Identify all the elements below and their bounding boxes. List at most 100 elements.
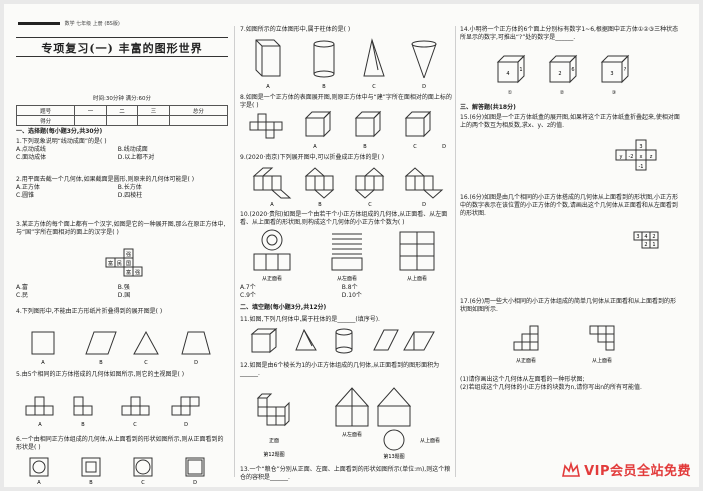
option[interactable]: A.正方体	[16, 184, 40, 192]
question-17: 17.(6分)用一些大小相同的小正方体组成的简单几何体从正面看和从上面看到的形状…	[460, 298, 680, 314]
option-label[interactable]: A	[38, 422, 42, 428]
view-label: 从左面看	[337, 275, 357, 282]
question-15: 15.(6分)如图是一个正方体纸盒的展开图,如果将这个正方体纸盒折叠起来,使相对…	[460, 114, 680, 130]
option-label[interactable]: A	[266, 84, 270, 90]
option-label[interactable]: A	[41, 360, 45, 366]
net-char: 富	[108, 260, 113, 267]
question-text: 9.(2020·南京)下列展开图中,可以折叠成正方体的是( )	[240, 154, 385, 161]
option-label[interactable]: D	[442, 144, 446, 150]
option-label[interactable]: B	[89, 480, 93, 486]
view-label: 从上面看	[420, 437, 440, 444]
q9-nets-figure: A B C D	[244, 164, 450, 208]
option-label[interactable]: C	[413, 144, 417, 150]
cube-number: 4	[506, 71, 509, 77]
net-char: 强	[135, 270, 140, 276]
question-text: 7.如图所示的立体图形中,属于柱体的是( )	[240, 26, 351, 33]
option-label[interactable]: D	[422, 84, 426, 90]
net-char: 强	[126, 252, 131, 258]
question-text: 3.某正方体的每个面上都有一个汉字,如图是它的一种展开图,那么在原正方体中,与“…	[16, 221, 226, 237]
q14-cubes-figure: 4 1 2 6 3 ? ① ② ③	[490, 50, 640, 96]
option[interactable]: D.四棱柱	[117, 192, 143, 200]
option-label[interactable]: C	[141, 480, 145, 486]
question-11: 11.如图,下列几何体中,属于柱体的是______(填序号).	[240, 316, 452, 324]
q10-views-figure: 从正面看 从左面看 从上面看	[244, 228, 450, 282]
option[interactable]: C.9个	[240, 292, 256, 300]
net-cell: -1	[639, 164, 644, 170]
option-label[interactable]: B	[81, 422, 85, 428]
option[interactable]: B.8个	[341, 284, 358, 291]
option[interactable]: D.以上都不对	[117, 154, 155, 162]
parallelogram-shape	[86, 332, 116, 354]
section-choice-header: 一、选择题(每小题3分,共30分)	[16, 128, 228, 136]
watermark-text: VIP会员全站免费	[584, 464, 691, 479]
section-title: 一、选择题(每小题3分,共30分)	[16, 128, 103, 135]
question-12: 12.如图是由6个棱长为1的小正方体组成的几何体,从正面看到的图形面积为____…	[240, 362, 452, 378]
option-label[interactable]: C	[133, 422, 137, 428]
option[interactable]: B.长方体	[117, 184, 142, 192]
q6-options-figure: A B C D	[22, 454, 228, 486]
option[interactable]: C.民	[16, 292, 29, 300]
question-8: 8.如图是一个正方体的表面展开图,则原正方体中与“建”字所在面相对的面上标的字是…	[240, 94, 452, 110]
option-label[interactable]: D	[184, 422, 188, 428]
option-label[interactable]: B	[322, 84, 326, 90]
question-1: 1.下列现象说明“线动成面”的是( ) A.点动成线 B.线动成面 C.面动成体 D…	[16, 138, 228, 163]
option-label[interactable]: B	[318, 202, 322, 208]
option[interactable]: A.富	[16, 284, 28, 291]
stack-count: 4	[644, 234, 647, 240]
net-cell: x	[640, 154, 643, 160]
question-text: 10.(2020·贵阳)如图是一个由若干个小正方体组成的几何体,从正面看、从左面…	[240, 211, 448, 227]
option-label[interactable]: A	[37, 480, 41, 486]
figure-caption: 第12题图	[263, 451, 284, 458]
option[interactable]: A.7个	[240, 284, 256, 291]
square-shape	[32, 332, 54, 354]
question-text: 14.小明将一个正方体的6个面上分别标有数字1~6,根据图中正方体①②③三种状态…	[460, 26, 679, 42]
option-label[interactable]: B	[99, 360, 103, 366]
option[interactable]: D.10个	[341, 292, 362, 300]
q16-topview-figure: 3 4 2 2 1	[630, 230, 670, 256]
net-cell: z	[650, 154, 653, 160]
header-bar	[18, 22, 60, 25]
question-4: 4.下列图形中,不能由正方形纸片折叠得到的展开图是( )	[16, 308, 228, 316]
question-13: 13.一个“粮仓”分别从正面、左面、上面看到的形状如图所示(单位:m),则这个粮…	[240, 466, 452, 482]
question-text: 11.如图,下列几何体中,属于柱体的是______(填序号).	[240, 316, 380, 323]
option-label[interactable]: D	[193, 480, 197, 486]
page-title: 专项复习(一) 丰富的图形世界	[41, 42, 203, 55]
option[interactable]: C.面动成体	[16, 154, 47, 162]
question-text: 1.下列现象说明“线动成面”的是( )	[16, 138, 107, 145]
option[interactable]: D.国	[117, 292, 131, 300]
question-text: 6.一个由相同正方体组成的几何体,从上面看到的形状如图所示,则从正面看到的形状是…	[16, 436, 224, 452]
question-text: 16.(6分)如图是由几个相同的小正方体搭成的几何体从上面看到的形状图,小正方形…	[460, 194, 678, 218]
option[interactable]: B.强	[117, 284, 130, 291]
option-label[interactable]: B	[363, 144, 367, 150]
option-label[interactable]: C	[144, 360, 148, 366]
trapezoid-shape	[182, 332, 210, 354]
question-3-options: A.富 B.强 C.民 D.国	[16, 284, 228, 300]
option-label[interactable]: C	[368, 202, 372, 208]
q17-views-figure: 从正面看 从上面看	[500, 322, 650, 364]
option[interactable]: B.线动成面	[117, 146, 148, 154]
question-10: 10.(2020·贵阳)如图是一个由若干个小正方体组成的几何体,从正面看、从左面…	[240, 211, 452, 227]
option[interactable]: A.点动成线	[16, 146, 46, 154]
option-label[interactable]: D	[194, 360, 198, 366]
option[interactable]: C.圆锥	[16, 192, 35, 200]
q12-q13-figure: 正面 从左面看 从上面看 第12题图 第13题图	[244, 382, 440, 460]
score-cell[interactable]	[168, 115, 229, 126]
question-text: (2)若组成这个几何体的小正方体的块数为n,请你写出n的所有可能值.	[460, 384, 642, 392]
option-label[interactable]: A	[270, 202, 274, 208]
cube-number: 3	[610, 71, 613, 77]
vip-watermark: VIP会员全站免费	[561, 460, 691, 479]
question-text: 5.由5个相同的正方体搭成的几何体如图所示,则它的主视图是( )	[16, 371, 185, 378]
view-label: 从上面看	[407, 275, 427, 282]
question-10-options: A.7个 B.8个 C.9个 D.10个	[240, 284, 452, 300]
net-char: 富	[126, 269, 131, 276]
option-label[interactable]: A	[313, 144, 317, 150]
score-row-label: 得分	[15, 115, 76, 126]
column-divider	[234, 26, 235, 477]
section-title: 三、解答题(共18分)	[460, 104, 516, 111]
option-label[interactable]: D	[422, 202, 426, 208]
title-rule-bottom	[16, 56, 228, 57]
question-text: 8.如图是一个正方体的表面展开图,则原正方体中与“建”字所在面相对的面上标的字是…	[240, 94, 452, 110]
question-text: (1)请你画出这个几何体从左面看的一种形状图;	[460, 376, 585, 383]
option-label[interactable]: C	[372, 84, 376, 90]
cube-number: 1	[519, 67, 522, 73]
